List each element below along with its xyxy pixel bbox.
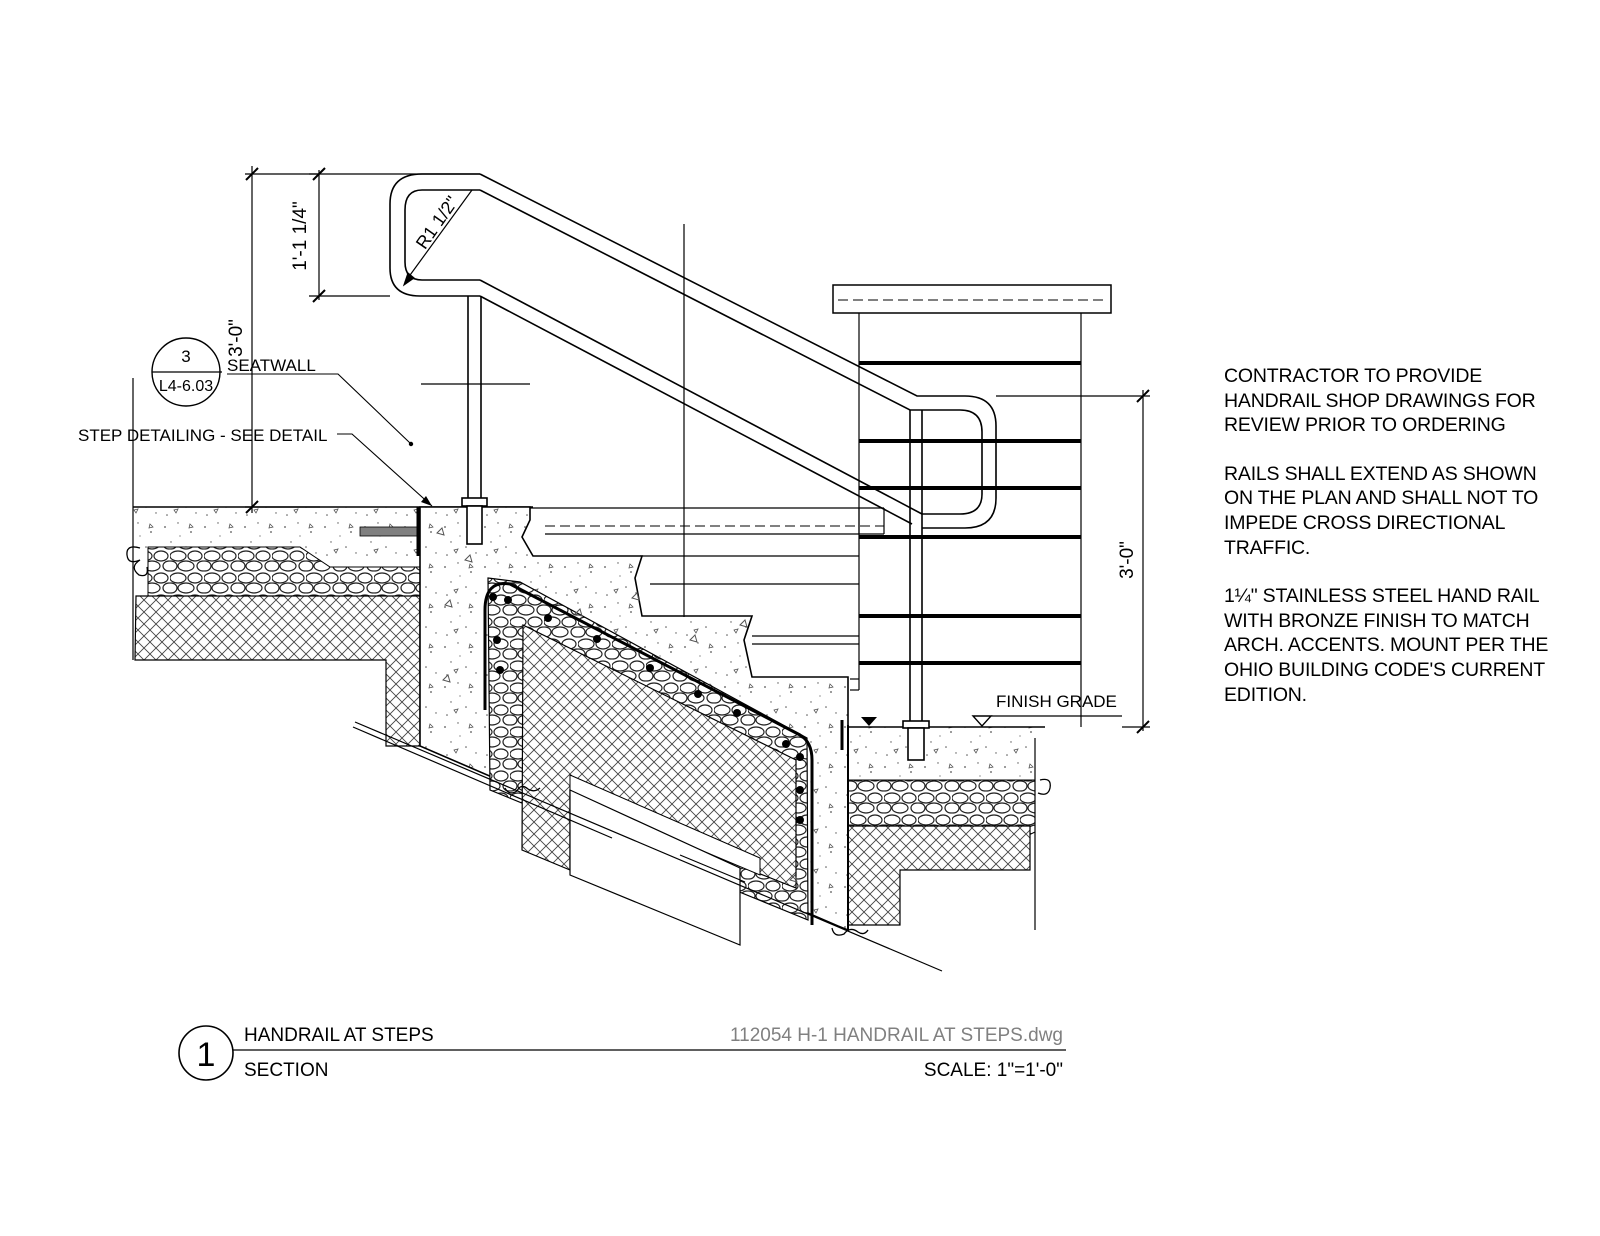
- note-rail-extension: RAILS SHALL EXTEND AS SHOWN ON THE PLAN …: [1224, 462, 1539, 559]
- wall-courses: [859, 361, 1081, 665]
- stair-concrete-section: [352, 506, 943, 972]
- note-shop-drawings: CONTRACTOR TO PROVIDE HANDRAIL SHOP DRAW…: [1224, 365, 1536, 437]
- upper-ground-section: [126, 378, 533, 747]
- drawing-title: HANDRAIL AT STEPS: [244, 1025, 434, 1046]
- general-notes: CONTRACTOR TO PROVIDE HANDRAIL SHOP DRAW…: [1224, 364, 1584, 731]
- seatwall-cap: [832, 284, 1112, 314]
- finish-grade-marker-right: [971, 715, 993, 728]
- detail-number: 1: [197, 1036, 216, 1074]
- seatwall-elevation: [528, 284, 1112, 727]
- seatwall-leader: [227, 373, 411, 444]
- rebar-dots: [489, 593, 804, 824]
- finish-grade-label: FINISH GRADE: [996, 692, 1117, 711]
- left-height-dimension: 3'-0": [226, 319, 247, 357]
- title-block: 1 HANDRAIL AT STEPS SECTION 112054 H-1 H…: [178, 1025, 1066, 1081]
- callout-sheet-ref: L4-6.03: [159, 378, 213, 395]
- drawing-scale: SCALE: 1"=1'-0": [924, 1060, 1063, 1081]
- detail-number-bubble: [178, 1025, 234, 1081]
- dimensions: [245, 166, 1150, 734]
- detail-callout: 3 L4-6.03: [151, 337, 222, 407]
- top-rise-dimension: 1'-1 1/4": [290, 201, 311, 271]
- finish-grade-marker-left: [861, 717, 877, 726]
- radius-dimension: R1 1/2": [412, 192, 462, 252]
- seatwall-label: SEATWALL: [227, 356, 316, 375]
- callout-detail-number: 3: [181, 347, 190, 366]
- step-detailing-label: STEP DETAILING - SEE DETAIL: [78, 426, 327, 445]
- lower-ground-section: [840, 715, 1122, 930]
- handrail: [389, 173, 997, 761]
- drawing-subtitle: SECTION: [244, 1060, 328, 1081]
- step-detailing-leader: [337, 433, 433, 507]
- drawing-filename: 112054 H-1 HANDRAIL AT STEPS.dwg: [730, 1025, 1063, 1046]
- right-height-dimension: 3'-0": [1117, 541, 1138, 579]
- note-rail-material: 1¼" STAINLESS STEEL HAND RAIL WITH BRONZ…: [1224, 585, 1549, 706]
